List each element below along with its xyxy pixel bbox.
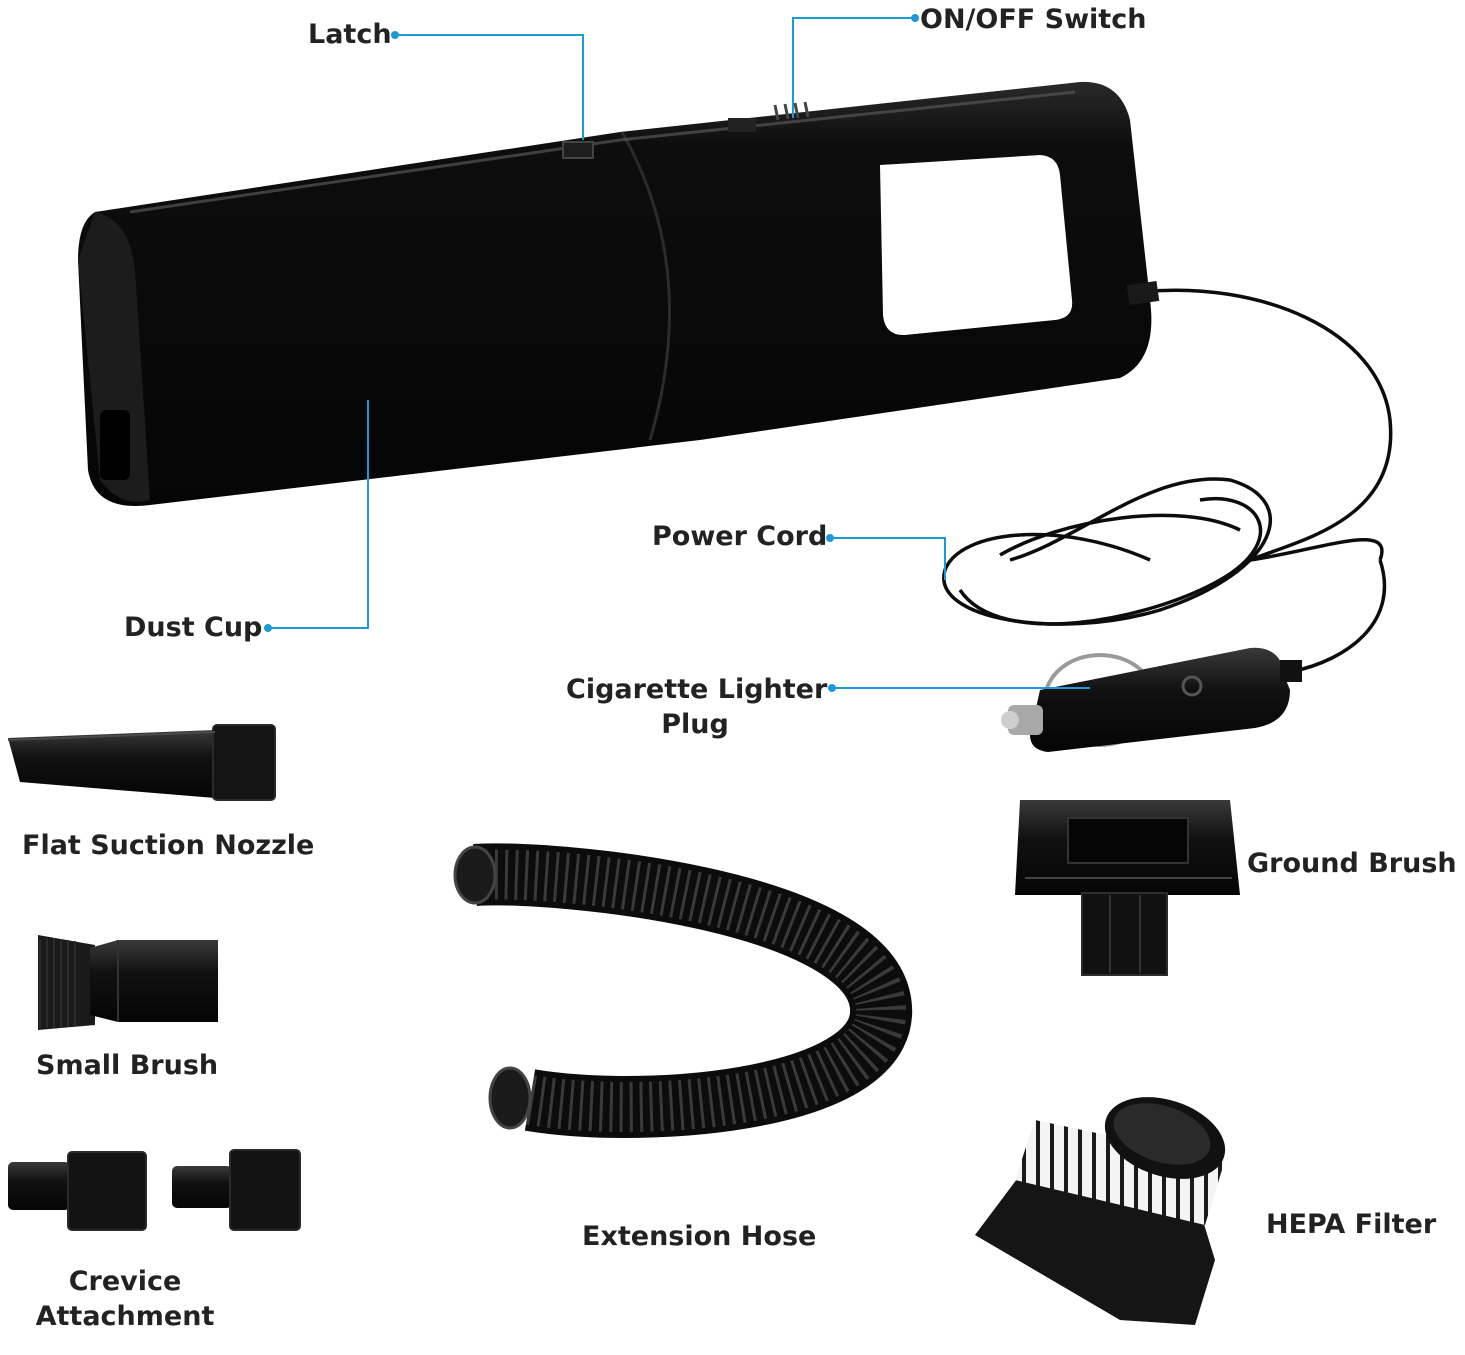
crevice-attachment [8, 1149, 301, 1231]
label-flat-suction-nozzle: Flat Suction Nozzle [22, 830, 315, 861]
label-cigarette-line2: Plug [661, 709, 729, 741]
handle-opening [880, 155, 1073, 336]
label-on-off-switch: ON/OFF Switch [920, 4, 1147, 35]
hepa-filter [975, 1097, 1226, 1325]
on-off-switch-ridges [773, 101, 810, 121]
label-ground-brush: Ground Brush [1247, 848, 1457, 879]
label-hepa-filter: HEPA Filter [1266, 1209, 1437, 1240]
label-crevice-line1: Crevice [68, 1266, 182, 1297]
label-cigarette-lighter-plug: Cigarette Lighter Plug [566, 672, 828, 742]
label-crevice-attachment: Crevice Attachment [20, 1264, 230, 1334]
vacuum-body [78, 81, 1152, 507]
label-power-cord: Power Cord [652, 521, 828, 552]
label-small-brush: Small Brush [36, 1050, 219, 1081]
small-brush [38, 935, 218, 1030]
label-cigarette-line1: Cigarette Lighter [566, 674, 828, 705]
latch-button [562, 141, 594, 159]
label-dust-cup: Dust Cup [124, 612, 263, 643]
cigarette-lighter-plug [1001, 647, 1302, 752]
leader-lines [264, 14, 1090, 692]
flat-suction-nozzle [7, 724, 276, 801]
label-crevice-line2: Attachment [35, 1301, 215, 1333]
ground-brush [1015, 800, 1240, 976]
extension-hose [453, 843, 912, 1138]
label-latch: Latch [308, 19, 392, 50]
label-extension-hose: Extension Hose [582, 1221, 817, 1252]
power-cord [942, 288, 1393, 674]
